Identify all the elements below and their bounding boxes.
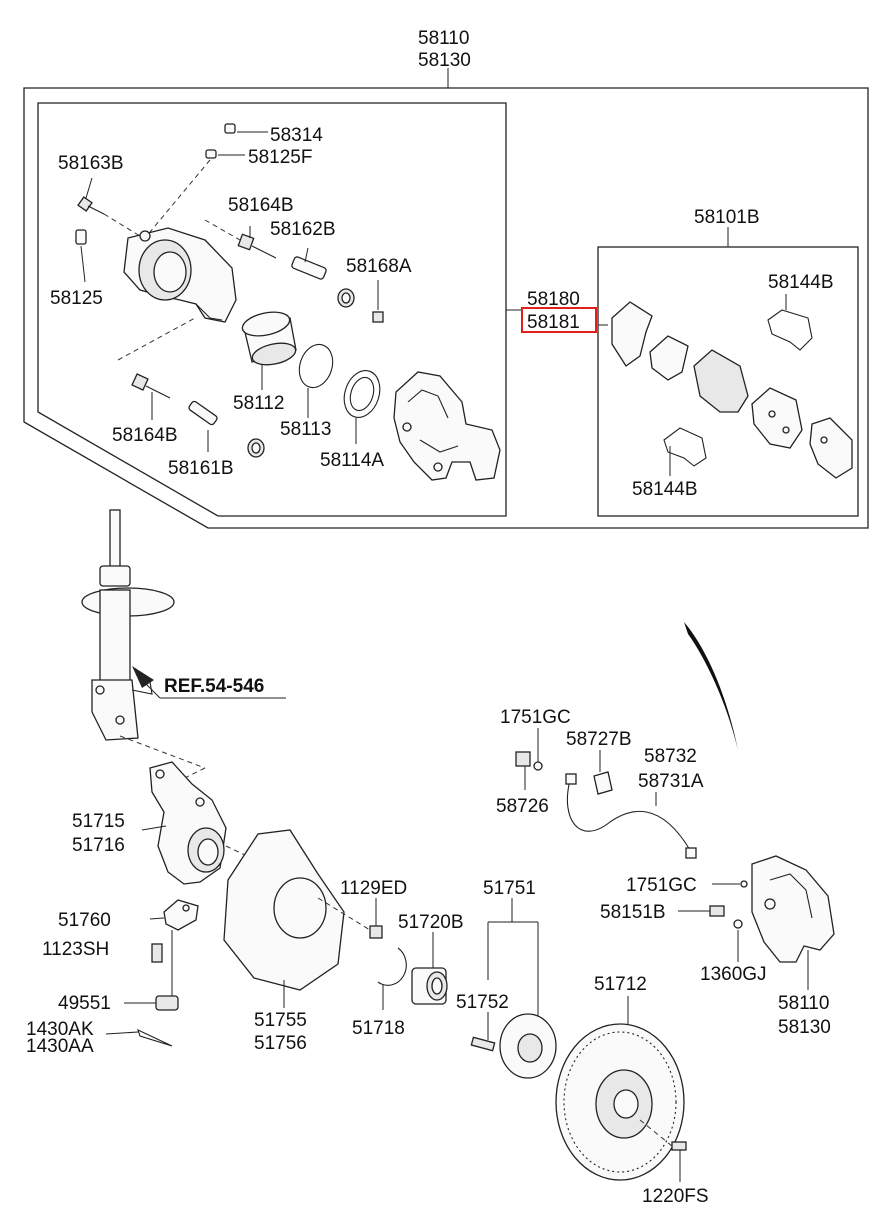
- brake-pad-outer-icon: [751, 387, 803, 449]
- label-51755[interactable]: 51755: [254, 1010, 307, 1031]
- label-51756[interactable]: 51756: [254, 1033, 307, 1054]
- boot-icon: [337, 288, 355, 308]
- label-58162B[interactable]: 58162B: [270, 219, 336, 240]
- pad-clip-icon: [649, 335, 689, 381]
- piston-seal-icon: [298, 343, 334, 418]
- part-labels: 58110 58130 58314 58125F 58163B 58164B 5…: [26, 28, 834, 1207]
- dust-boot-icon: [343, 370, 381, 444]
- label-1123SH[interactable]: 1123SH: [42, 939, 109, 960]
- label-58110-bottom[interactable]: 58110: [778, 993, 829, 1014]
- label-1430AA[interactable]: 1430AA: [26, 1036, 94, 1057]
- label-58163B[interactable]: 58163B: [58, 153, 124, 174]
- bolt-1129ed-icon: [317, 897, 383, 939]
- tire-arc-icon: [684, 622, 738, 750]
- label-58180[interactable]: 58180: [527, 289, 580, 310]
- label-58727B[interactable]: 58727B: [566, 729, 632, 750]
- label-51751[interactable]: 51751: [483, 878, 536, 899]
- label-51760[interactable]: 51760: [58, 910, 111, 931]
- nut-58168a-icon: [372, 280, 384, 323]
- label-58726[interactable]: 58726: [496, 796, 549, 817]
- label-ref[interactable]: REF.54-546: [164, 676, 264, 697]
- disc-screw-icon: [639, 1119, 687, 1182]
- label-58114A[interactable]: 58114A: [320, 450, 384, 471]
- cotter-pin-icon: [105, 1028, 173, 1047]
- label-58161B[interactable]: 58161B: [168, 458, 234, 479]
- label-1751GC-lower[interactable]: 1751GC: [626, 875, 697, 896]
- castle-nut-icon: [124, 995, 179, 1011]
- label-49551[interactable]: 49551: [58, 993, 111, 1014]
- caliper-assembly-icon: [751, 855, 835, 990]
- snap-ring-icon: [377, 947, 407, 1010]
- label-58125F[interactable]: 58125F: [248, 147, 312, 168]
- outer-shim-icon: [809, 417, 853, 479]
- label-58314[interactable]: 58314: [270, 125, 323, 146]
- guide-pin-icon: [291, 247, 327, 280]
- dust-shield-icon: [223, 829, 345, 1008]
- guide-pin-lower-icon: [188, 400, 218, 452]
- highlight-box: [521, 307, 597, 333]
- bleeder-cap-icon: [224, 123, 268, 134]
- label-58110-top[interactable]: 58110: [418, 28, 469, 49]
- label-58101B[interactable]: 58101B: [694, 207, 760, 228]
- piston-icon: [241, 311, 297, 390]
- label-58164B-lower[interactable]: 58164B: [112, 425, 178, 446]
- bolt-58164b-lower-icon: [117, 317, 196, 420]
- caliper-assembly-frame: [23, 68, 869, 529]
- bolt-58726-icon: [515, 751, 531, 790]
- pad-spring-upper-icon: [767, 294, 813, 351]
- boot-lower-icon: [247, 438, 265, 458]
- brake-pad-inner-icon: [693, 349, 749, 413]
- brake-hose-icon: [565, 773, 697, 859]
- washer-1751gc-icon: [533, 728, 543, 771]
- label-51716[interactable]: 51716: [72, 835, 125, 856]
- label-58151B[interactable]: 58151B: [600, 902, 666, 923]
- washer-1751gc-lower-icon: [712, 880, 748, 888]
- label-58130-bottom[interactable]: 58130: [778, 1017, 831, 1038]
- brake-disc-icon: [555, 996, 685, 1181]
- label-58125[interactable]: 58125: [50, 288, 103, 309]
- strut-icon: [81, 509, 206, 791]
- caliper-bracket-icon: [393, 371, 501, 481]
- bolt-58163b-icon: [77, 177, 141, 237]
- washer-1360gj-icon: [733, 919, 743, 962]
- label-1220FS[interactable]: 1220FS: [642, 1186, 709, 1207]
- label-51712[interactable]: 51712: [594, 974, 647, 995]
- label-58731A[interactable]: 58731A: [638, 771, 704, 792]
- label-1430AK[interactable]: 1430AK: [26, 1019, 94, 1040]
- label-58112[interactable]: 58112: [233, 393, 284, 414]
- caliper-housing-icon: [123, 227, 237, 323]
- label-58168A[interactable]: 58168A: [346, 256, 412, 277]
- hose-clip-icon: [593, 750, 613, 795]
- label-58732[interactable]: 58732: [644, 746, 697, 767]
- label-51718[interactable]: 51718: [352, 1018, 405, 1039]
- label-1360GJ[interactable]: 1360GJ: [700, 964, 767, 985]
- hub-icon: [487, 898, 557, 1079]
- bolt-58125-icon: [75, 229, 87, 283]
- label-58144B-upper[interactable]: 58144B: [768, 272, 834, 293]
- label-58164B-upper[interactable]: 58164B: [228, 195, 294, 216]
- guide-bolt-upper-icon: [204, 219, 277, 259]
- pad-spring-lower-icon: [663, 427, 707, 476]
- label-51720B[interactable]: 51720B: [398, 912, 464, 933]
- label-51715[interactable]: 51715: [72, 811, 125, 832]
- reference-arrow-icon: [132, 666, 286, 699]
- label-1129ED[interactable]: 1129ED: [340, 878, 407, 899]
- label-58130-top[interactable]: 58130: [418, 50, 471, 71]
- hub-bolt-icon: [470, 1012, 496, 1052]
- label-1751GC-upper[interactable]: 1751GC: [500, 707, 571, 728]
- bolt-58151b-icon: [678, 905, 725, 917]
- bleeder-screw-icon: [149, 149, 245, 233]
- label-58113[interactable]: 58113: [280, 419, 331, 440]
- label-58144B-lower[interactable]: 58144B: [632, 479, 698, 500]
- label-58181[interactable]: 58181: [527, 312, 580, 333]
- ball-joint-icon: [149, 899, 199, 996]
- wheel-bearing-icon: [411, 932, 448, 1005]
- bolt-1123sh-icon: [151, 943, 163, 963]
- label-51752[interactable]: 51752: [456, 992, 509, 1013]
- pad-shim-icon: [611, 301, 653, 367]
